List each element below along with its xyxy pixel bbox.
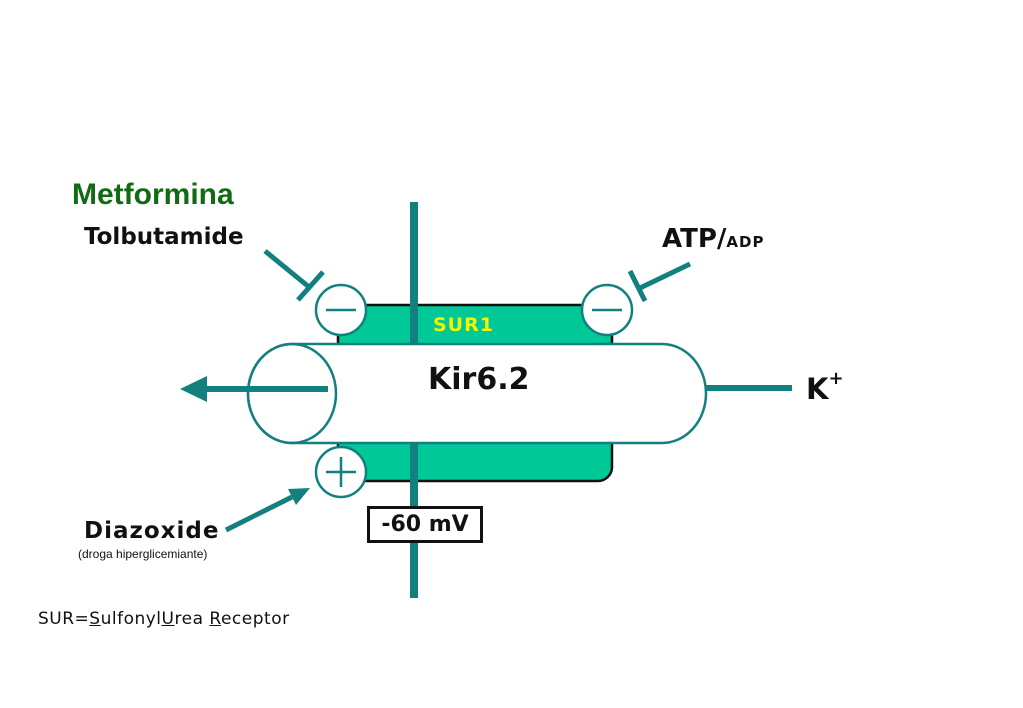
tube-end-ellipse	[246, 342, 338, 445]
legend-r: R	[209, 609, 221, 629]
diazoxide-label: Diazoxide	[84, 518, 220, 544]
legend-s: S	[89, 609, 101, 629]
kir-label: Kir6.2	[428, 362, 530, 397]
diazoxide-note: (droga hiperglicemiante)	[78, 547, 208, 561]
legend-u: U	[161, 609, 175, 629]
legend-prefix: SUR=	[38, 609, 90, 629]
tolbutamide-label: Tolbutamide	[84, 224, 244, 250]
membrane-potential-box: -60 mV	[367, 506, 483, 543]
sur-definition: SUR=SulfonylUrea Receptor	[38, 609, 290, 629]
tolbutamide-inhibitor-line	[263, 249, 311, 289]
legend-urea: rea	[174, 609, 210, 629]
legend-receptor: eceptor	[220, 609, 290, 629]
k-charge: +	[828, 368, 844, 390]
diazoxide-arrow-head	[288, 488, 310, 505]
k-text: K	[806, 372, 829, 406]
tolbutamide-inhibitor-bar	[296, 270, 325, 302]
sur1-label: SUR1	[433, 314, 494, 336]
metformina-label: Metformina	[72, 178, 234, 211]
adp-text: ADP	[726, 233, 765, 251]
efflux-arrow-head	[180, 376, 207, 402]
atp-adp-label: ATP/ADP	[662, 224, 764, 254]
k-ion-label: K+	[806, 368, 844, 406]
legend-sulfonyl: ulfonyl	[100, 609, 162, 629]
diazoxide-arrow-line	[224, 494, 294, 533]
atp-inhibitor-bar	[627, 269, 648, 303]
atp-text: ATP/	[662, 224, 727, 254]
atp-inhibitor-line	[638, 261, 692, 291]
